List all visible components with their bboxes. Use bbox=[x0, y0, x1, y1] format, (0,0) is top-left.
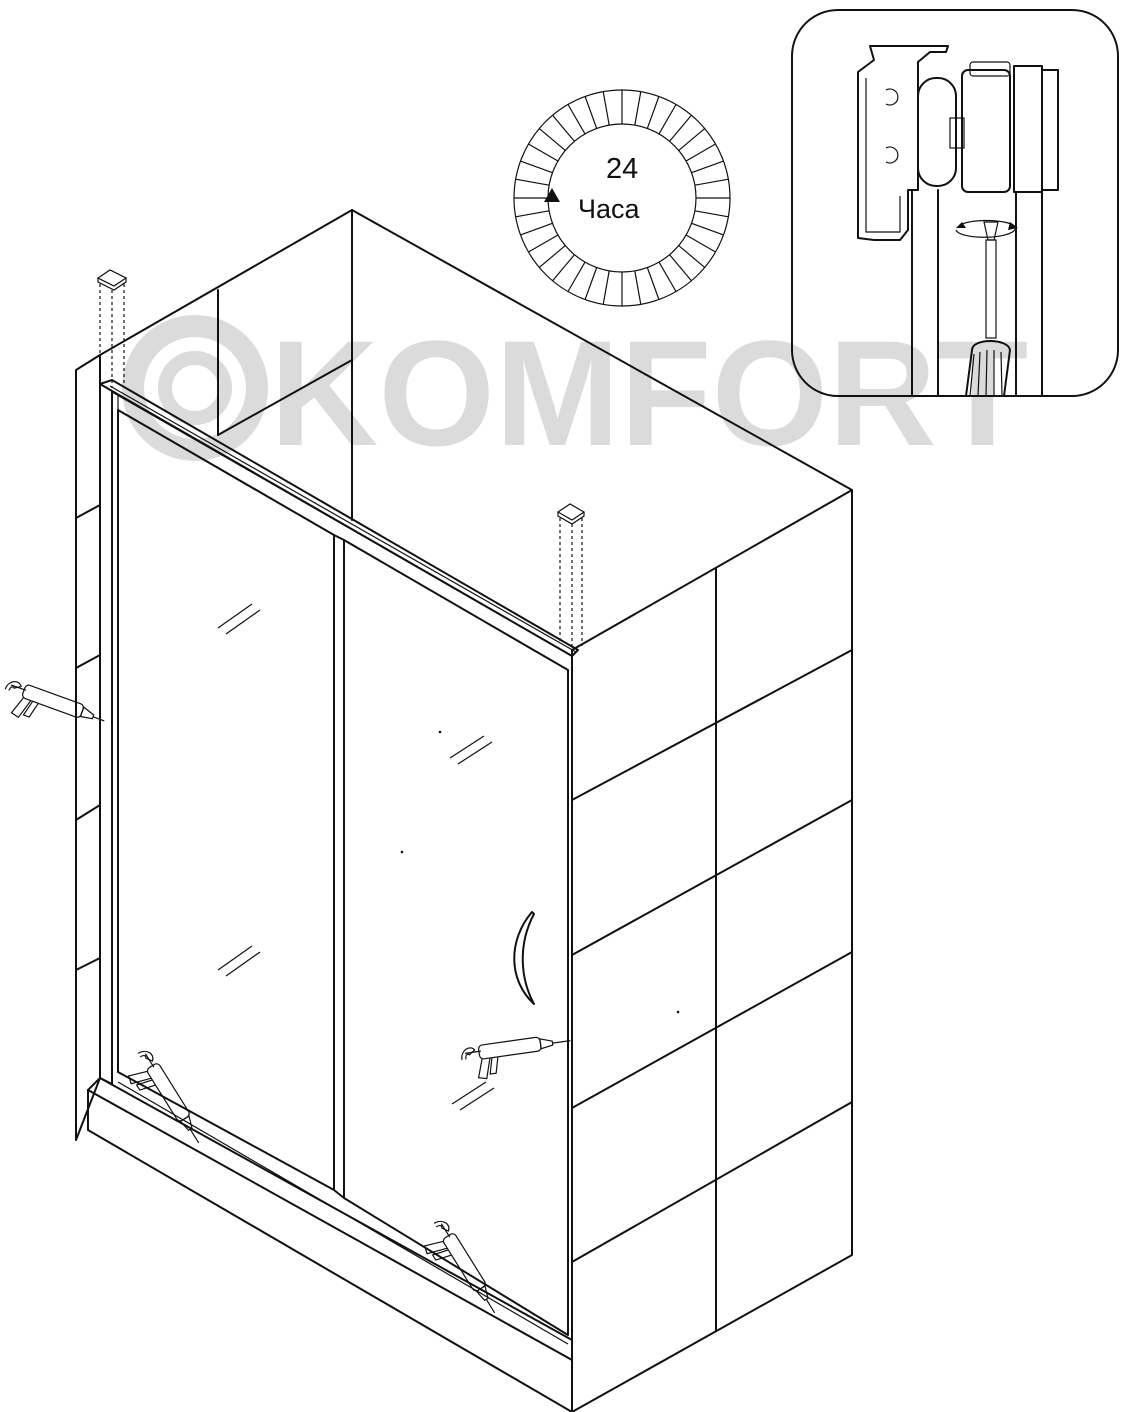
timer-tick bbox=[520, 222, 553, 236]
right-wall bbox=[571, 489, 853, 1412]
screwdriver-icon bbox=[965, 221, 1011, 397]
rotate-arrowhead-right bbox=[1008, 222, 1018, 230]
screw-slot-lower-icon bbox=[885, 146, 899, 164]
door-handle[interactable] bbox=[513, 911, 535, 1005]
timer-tick bbox=[658, 261, 677, 292]
timer-tick bbox=[520, 160, 553, 174]
timer-tick bbox=[685, 234, 716, 253]
timer-tick bbox=[634, 91, 642, 126]
timer-tick bbox=[584, 96, 598, 129]
rotate-arrowhead-left bbox=[956, 222, 966, 228]
timer-arrow-icon bbox=[544, 188, 560, 202]
timer-tick bbox=[538, 128, 566, 151]
detail-inset bbox=[791, 9, 1119, 397]
timer-ticks bbox=[514, 90, 730, 306]
left-wall bbox=[75, 354, 101, 1141]
roller-bracket bbox=[961, 69, 1011, 193]
glass-clamp bbox=[1013, 65, 1043, 193]
left-wall-joint-3 bbox=[75, 804, 101, 821]
rail-profile-inner bbox=[865, 78, 901, 233]
timer-tick bbox=[528, 234, 559, 253]
timer-tick bbox=[552, 254, 575, 282]
ceiling-fixing-right bbox=[556, 503, 586, 650]
timer-tick bbox=[646, 267, 660, 300]
timer-tick bbox=[515, 210, 550, 218]
timer-unit: Часа bbox=[578, 194, 641, 224]
right-wall-joint-3 bbox=[571, 951, 853, 1109]
caulking-gun-right-wall-icon bbox=[461, 1036, 571, 1080]
left-wall-joint-4 bbox=[75, 957, 101, 971]
timer-tick bbox=[538, 245, 566, 268]
right-wall-joint-1 bbox=[571, 649, 853, 801]
glass-reflections bbox=[217, 603, 680, 1111]
timer-tick bbox=[685, 143, 716, 162]
bottom-seal bbox=[117, 1081, 569, 1345]
timer-tick bbox=[584, 267, 598, 300]
timer-tick bbox=[669, 114, 692, 142]
tray-front bbox=[87, 1089, 573, 1412]
timer-tick bbox=[646, 96, 660, 129]
roller bbox=[917, 77, 957, 187]
rail-profile bbox=[857, 45, 949, 241]
timer-value: 24 bbox=[606, 153, 638, 185]
top-rail-lower-edge bbox=[111, 391, 573, 657]
back-wall-floor-line bbox=[217, 359, 353, 436]
timer-dial: 24 Часа bbox=[513, 89, 731, 307]
timer-tick bbox=[691, 222, 724, 236]
tray-top bbox=[87, 1077, 573, 1361]
timer-tick bbox=[694, 178, 729, 186]
timer-tick bbox=[678, 245, 706, 268]
timer-tick bbox=[634, 270, 642, 305]
watermark: KOMFORT bbox=[122, 309, 1028, 477]
timer-tick bbox=[602, 91, 610, 126]
timer-tick bbox=[678, 128, 706, 151]
roller-axle bbox=[949, 117, 965, 149]
right-wall-joint-4 bbox=[571, 1101, 853, 1263]
enclosure bbox=[75, 209, 853, 1412]
caulking-gun-left-wall-icon bbox=[4, 681, 105, 722]
watermark-text: KOMFORT bbox=[270, 309, 1028, 477]
timer-tick bbox=[658, 104, 677, 135]
timer-tick bbox=[602, 270, 610, 305]
timer-tick bbox=[552, 114, 575, 142]
timer-tick bbox=[528, 143, 559, 162]
screw-slot-upper-icon bbox=[885, 88, 899, 106]
detail-inset-frame bbox=[791, 9, 1119, 397]
top-rail-groove bbox=[109, 385, 577, 653]
timer-tick bbox=[567, 104, 586, 135]
sliding-glass-door bbox=[343, 539, 569, 1336]
door-edge-profile bbox=[333, 534, 345, 1199]
timer-tick bbox=[567, 261, 586, 292]
timer-tick bbox=[515, 178, 550, 186]
glass-clamp-cap bbox=[1041, 69, 1059, 191]
watermark-logo-ring bbox=[122, 315, 268, 461]
bracket-top bbox=[969, 61, 1011, 77]
caulking-gun-fixed-panel-bottom-icon bbox=[127, 1050, 200, 1144]
watermark-logo-core bbox=[158, 351, 232, 425]
wall-profile bbox=[99, 383, 113, 1085]
caulking-gun-door-bottom-icon bbox=[423, 1220, 496, 1314]
timer-tick bbox=[694, 210, 729, 218]
ceiling-fixing-left bbox=[96, 269, 128, 388]
fixed-glass-panel bbox=[117, 409, 335, 1191]
right-wall-joint-2 bbox=[571, 799, 853, 956]
left-wall-joint-2 bbox=[75, 654, 101, 669]
timer-tick bbox=[691, 160, 724, 174]
timer-tick bbox=[669, 254, 692, 282]
left-wall-joint-1 bbox=[75, 504, 101, 519]
